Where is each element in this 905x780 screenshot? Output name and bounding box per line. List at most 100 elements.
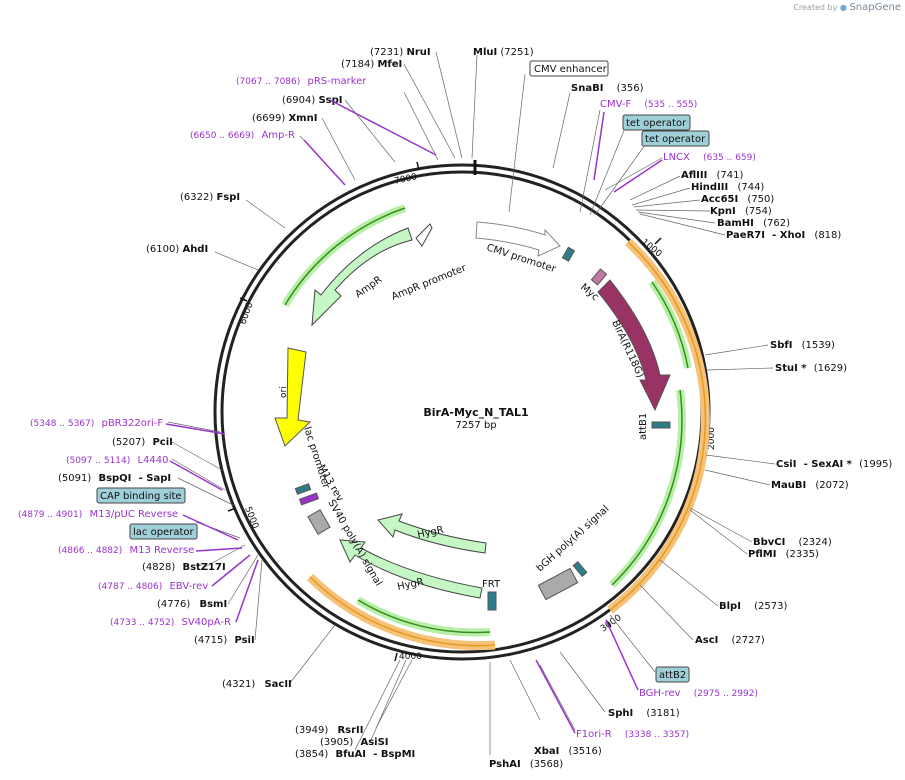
orange-arc-right-line (609, 241, 707, 611)
enzyme-asci: AscI (2727) (695, 635, 765, 646)
label-tet-operator-1: tet operator (626, 118, 687, 129)
enzyme-mlui: MluI (7251) (473, 47, 534, 58)
enzyme-xmni: (6699) XmnI (252, 113, 317, 124)
enzyme-xbai: XbaI (3516) (534, 746, 602, 757)
enzyme-paer7i: PaeR7I - XhoI (818) (726, 230, 841, 241)
credit-prefix: Created by (793, 3, 838, 12)
primer-sv40pa-r: (4733 .. 4752) SV40pA-R (110, 617, 231, 628)
enzyme-maubi: MauBI (2072) (771, 480, 849, 491)
enzyme-asisi: (3905) AsiSI (320, 737, 389, 748)
green-arc-left-line (284, 207, 406, 306)
primer-f1ori-r: F1ori-R (3338 .. 3357) (576, 729, 689, 740)
primer-bgh-rev: BGH-rev (2975 .. 2992) (639, 688, 758, 699)
attB1-box (651, 421, 671, 429)
label-cap-binding-site: CAP binding site (100, 491, 182, 502)
enzyme-bspqi: (5091) BspQI - SapI (58, 473, 171, 484)
enzyme-psii: (4715) PsiI (194, 635, 255, 646)
green-arc-right-1-line (651, 281, 689, 369)
enzyme-pcii: (5207) PciI (112, 437, 173, 448)
enzyme-bsmi: (4776) BsmI (157, 599, 227, 610)
cmv-small-box (561, 246, 576, 262)
label-lac-promoter: lac promoter (301, 426, 332, 491)
tick-2000: 2000 (707, 427, 717, 450)
primer-m13-reverse: (4866 .. 4882) M13 Reverse (58, 545, 194, 556)
enzyme-labels: (7231) NruI MluI (7251) (7184) MfeI (690… (58, 47, 892, 770)
primer-ticks (165, 99, 663, 734)
enzyme-bamhi: BamHI (762) (717, 218, 790, 229)
label-sv40: SV40 poly(A) signal (325, 498, 383, 588)
box-cap-binding-site (96, 487, 186, 504)
enzyme-mfei: (7184) MfeI (341, 59, 402, 70)
boxed-labels: CMV enhancer tet operator tet operator a… (96, 60, 710, 683)
label-bgh: bGH poly(A) signal (535, 504, 612, 575)
box-tet-operator-1 (622, 114, 691, 131)
label-lac-operator: lac operator (133, 527, 194, 538)
tick-7000: 7000 (394, 172, 419, 187)
enzyme-nrui: (7231) NruI (370, 47, 431, 58)
leader-lines (167, 51, 776, 755)
snapgene-logo-icon: ● (839, 3, 847, 12)
enzyme-acc65i: Acc65I (750) (701, 194, 774, 205)
primer-m13-puc-reverse: (4879 .. 4901) M13/pUC Reverse (18, 509, 178, 520)
enzyme-ahdi: (6100) AhdI (146, 244, 208, 255)
ampr-promoter-arrow (415, 223, 433, 247)
green-arc-right-2-line (611, 389, 683, 586)
label-ori: ori (279, 386, 289, 398)
cmv-promoter-arrow (475, 221, 561, 257)
box-cmv-enhancer (529, 60, 609, 77)
enzyme-aflIII: AflIII (741) (681, 170, 744, 181)
label-frt: FRT (482, 579, 501, 590)
enzyme-stui: StuI * (1629) (775, 363, 847, 374)
sv40-box (307, 509, 331, 535)
enzyme-bfuai: (3854) BfuAI - BspMI (295, 749, 415, 760)
ampr-arrow (311, 227, 413, 327)
enzyme-pshai: PshAI (3568) (489, 759, 563, 770)
green-arc-bottom-line (357, 599, 491, 634)
ori-arrow (274, 347, 312, 447)
primer-pbr322ori-f: (5348 .. 5367) pBR322ori-F (30, 418, 163, 429)
label-cmv-enhancer: CMV enhancer (534, 64, 608, 75)
primer-l4440: (5097 .. 5114) L4440 (66, 455, 169, 466)
label-hygr-1: HygR (416, 525, 444, 541)
frt-box (487, 591, 497, 611)
primer-lncx: LNCX (635 .. 659) (663, 152, 756, 163)
primer-amp-r: (6650 .. 6669) Amp-R (190, 130, 295, 141)
enzyme-csii: CsiI - SexAI * (1995) (776, 459, 892, 470)
hygr-arrow-1 (377, 513, 487, 554)
orange-arc-bottom-line (309, 576, 496, 647)
m13-box (294, 483, 312, 495)
primer-cmv-f: CMV-F (535 .. 555) (600, 99, 697, 110)
plasmid-size: 7257 bp (455, 420, 496, 431)
enzyme-sphi: SphI (3181) (608, 708, 680, 719)
label-hygr-2: HygR (396, 577, 424, 593)
enzyme-rsrii: (3949) RsrII (295, 725, 363, 736)
primer-prs-marker: (7067 .. 7086) pRS-marker (236, 76, 367, 87)
birA-arrow (597, 279, 671, 412)
enzyme-bstz17i: (4828) BstZ17I (142, 562, 226, 573)
lac-box (298, 492, 320, 506)
tick-4000: 4000 (399, 652, 422, 662)
snapgene-credit: Created by ● SnapGene (793, 2, 901, 13)
plasmid-name: BirA-Myc_N_TAL1 (423, 406, 528, 419)
enzyme-kpni: KpnI (754) (710, 206, 772, 217)
label-tet-operator-2: tet operator (645, 134, 706, 145)
primer-ebv-rev: (4787 .. 4806) EBV-rev (98, 581, 208, 592)
enzyme-blpi: BlpI (2573) (719, 601, 787, 612)
bgh-small (572, 561, 588, 577)
box-lac-operator (129, 523, 198, 540)
enzyme-hindIII: HindIII (744) (691, 182, 764, 193)
feature-arrows (274, 204, 710, 651)
enzyme-fspi: (6322) FspI (180, 192, 240, 203)
label-attb1: attB1 (638, 413, 649, 440)
label-attb2: attB2 (659, 670, 686, 681)
label-ampr-promoter: AmpR promoter (390, 262, 469, 302)
primer-labels: (7067 .. 7086) pRS-marker (6650 .. 6669)… (18, 76, 758, 740)
enzyme-sacii: (4321) SacII (222, 679, 292, 690)
bgh-box (537, 567, 579, 601)
hygr-arrow-2 (339, 539, 483, 599)
enzyme-sspi: (6904) SspI (282, 95, 343, 106)
enzyme-bbvci: BbvCI (2324) (753, 537, 832, 548)
enzyme-sbfi: SbfI (1539) (770, 340, 835, 351)
label-ampr: AmpR (353, 274, 384, 300)
